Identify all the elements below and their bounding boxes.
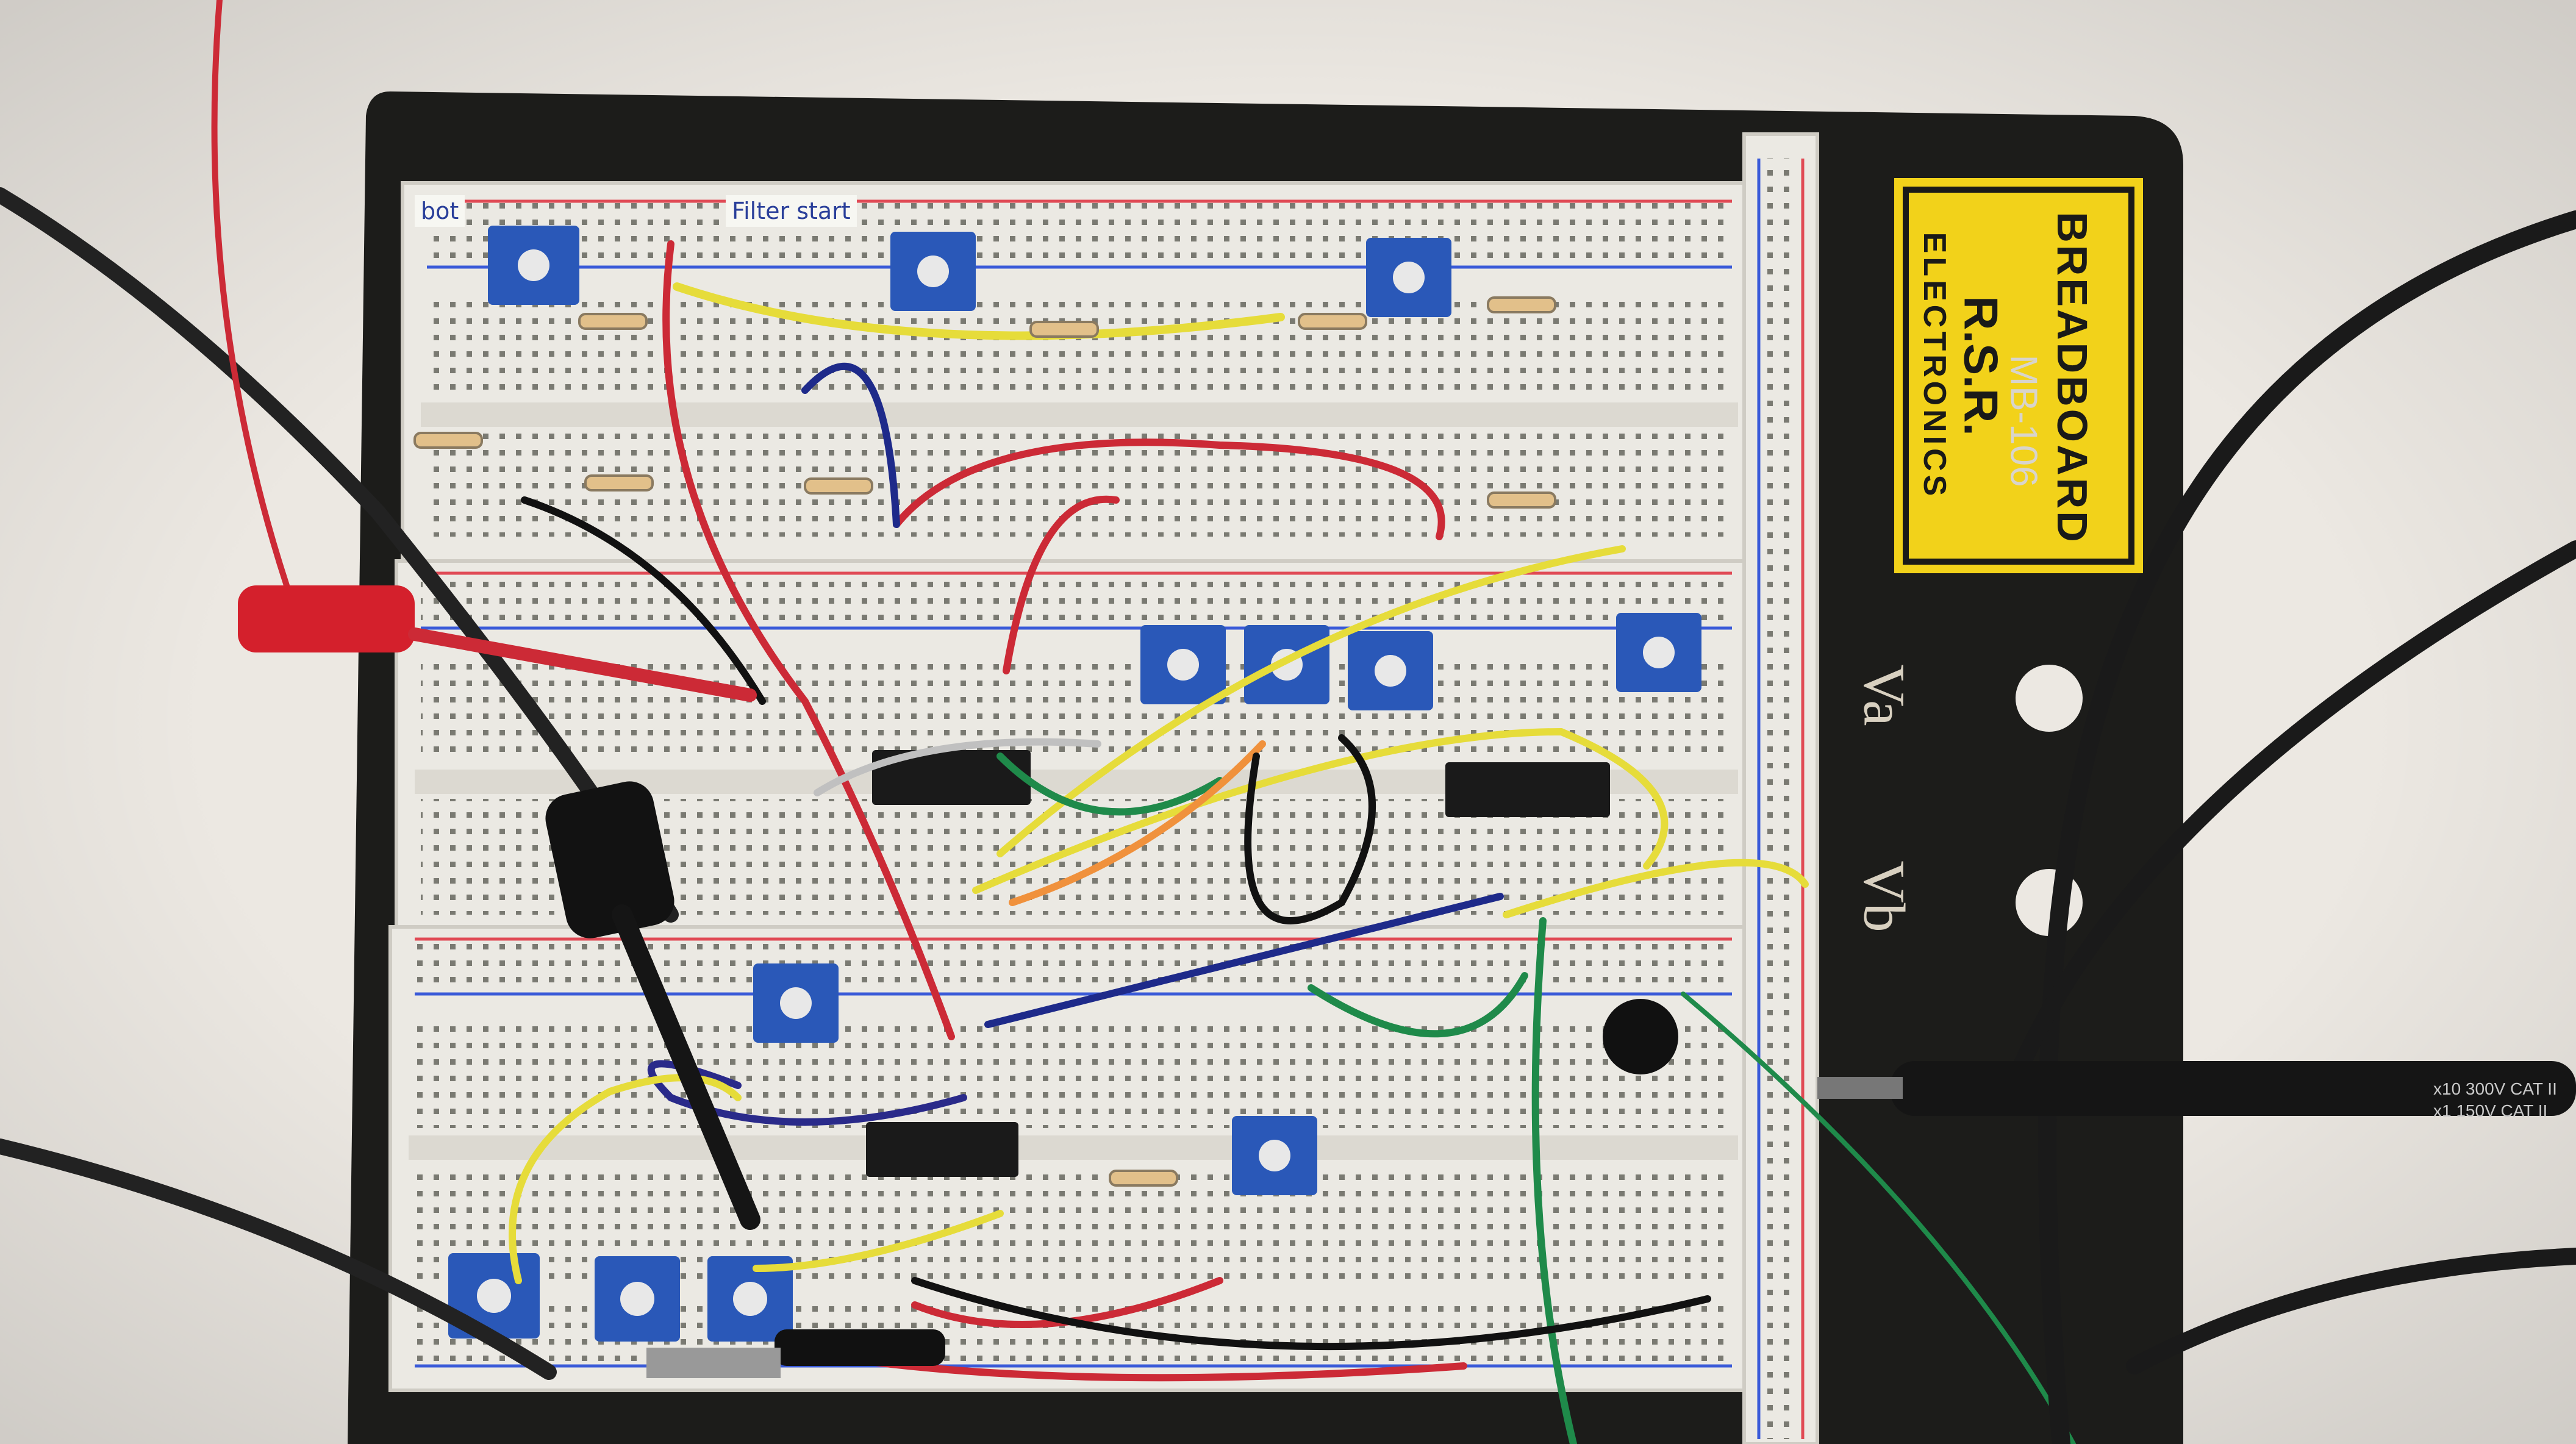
- brand-subtitle: ELECTRONICS: [1917, 232, 1952, 500]
- terminal-label-b: Vb: [1852, 860, 1917, 932]
- scope-probe: [1817, 1061, 2576, 1116]
- ic-chip-1: [872, 750, 1031, 805]
- handwritten-note-right: Filter start: [726, 195, 857, 227]
- terminal-hole-a: [2016, 665, 2083, 732]
- microphone: [1603, 999, 1678, 1074]
- model-number: MB-106: [2002, 354, 2045, 487]
- jumper-wires: [509, 240, 2076, 1444]
- breadboard-strip-top: [401, 181, 1758, 563]
- brand-title: BREADBOARD: [2048, 212, 2096, 545]
- brand-name: R.S.R.: [1954, 296, 2008, 436]
- resistor: [413, 296, 1556, 1187]
- ic-chip-2: [1445, 762, 1610, 817]
- red-probe: [238, 585, 757, 702]
- probe-rating-line2: x1 150V CAT II: [2433, 1101, 2548, 1120]
- handwritten-note-left: bot: [415, 195, 465, 227]
- probe-rating-line1: x10 300V CAT II: [2433, 1079, 2557, 1098]
- alligator-clip: [775, 1329, 945, 1366]
- black-clip-probe: [545, 781, 760, 1230]
- brand-label: [1894, 178, 2143, 573]
- vertical-rail-strip: [1742, 132, 1819, 1444]
- clip-metal: [646, 1348, 781, 1378]
- terminal-label-a: Va: [1852, 664, 1917, 726]
- ic-chip-3: [866, 1122, 1018, 1177]
